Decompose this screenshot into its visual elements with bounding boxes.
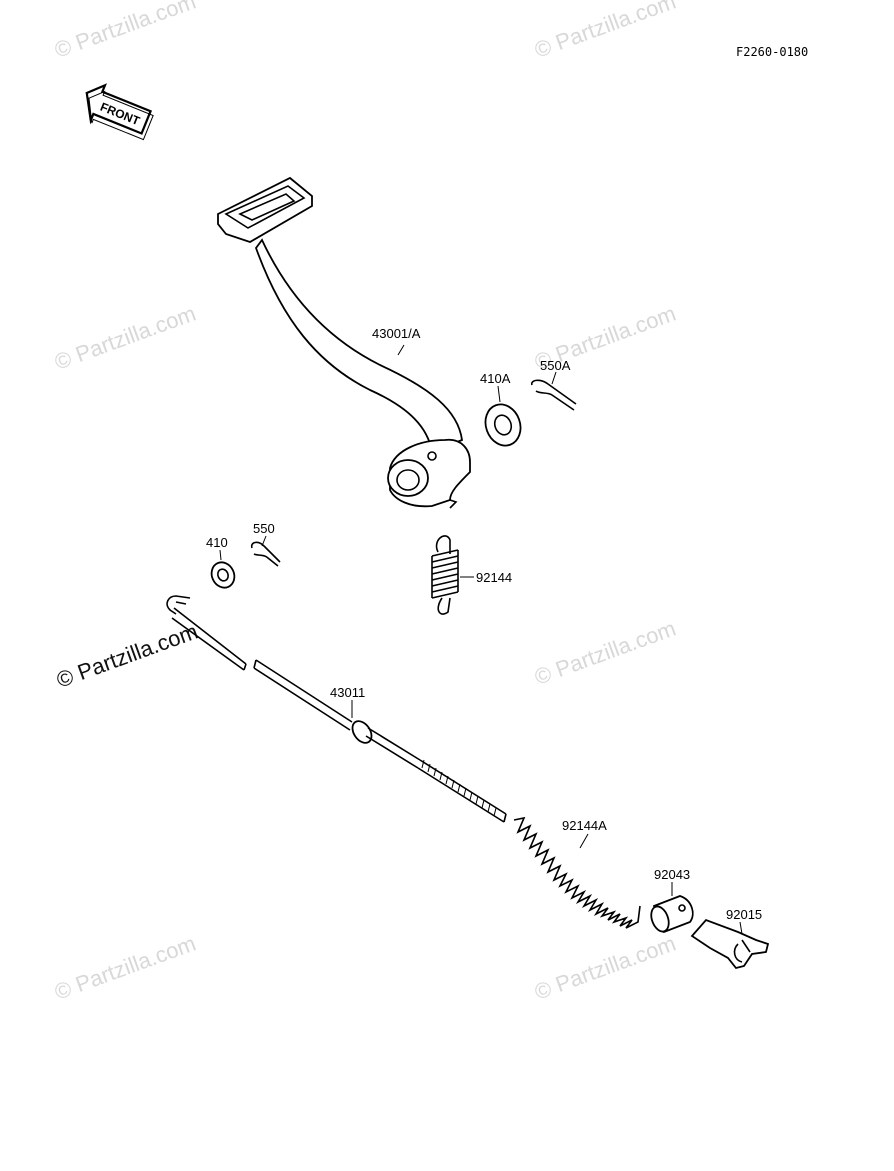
brake-rod-43011 xyxy=(166,595,507,823)
watermark: © Partzilla.com xyxy=(531,931,679,1005)
spring-92144 xyxy=(431,535,459,615)
front-arrow-icon: FRONT xyxy=(85,83,154,141)
collar-92043 xyxy=(650,895,694,934)
watermark: © Partzilla.com xyxy=(51,301,199,375)
part-label-cotter-pin-a: 550A xyxy=(540,358,571,373)
watermark: © Partzilla.com xyxy=(51,931,199,1005)
washer-410a xyxy=(484,403,522,447)
watermark: © Partzilla.com xyxy=(51,0,199,63)
part-label-collar: 92043 xyxy=(654,867,690,882)
watermark-group: © Partzilla.com © Partzilla.com © Partzi… xyxy=(51,0,679,1005)
figure-code: F2260-0180 xyxy=(736,45,808,59)
cotter-pin-550a xyxy=(530,379,577,411)
part-label-washer: 410 xyxy=(206,535,228,550)
cotter-pin-550 xyxy=(250,541,281,567)
part-label-rod: 43011 xyxy=(330,685,365,700)
part-label-spring: 92144 xyxy=(476,570,512,585)
part-label-cotter-pin: 550 xyxy=(253,521,275,536)
brake-pedal xyxy=(217,176,471,509)
watermark: © Partzilla.com xyxy=(531,616,679,690)
spring-92144a xyxy=(513,816,641,929)
part-label-spring-a: 92144A xyxy=(562,818,607,833)
watermark-dark: © Partzilla.com xyxy=(53,619,201,693)
joint-92015 xyxy=(690,918,770,970)
part-label-washer-a: 410A xyxy=(480,371,511,386)
part-label-pedal: 43001/A xyxy=(372,326,421,341)
watermark: © Partzilla.com xyxy=(531,0,679,63)
part-label-joint: 92015 xyxy=(726,907,762,922)
washer-410 xyxy=(210,561,236,589)
